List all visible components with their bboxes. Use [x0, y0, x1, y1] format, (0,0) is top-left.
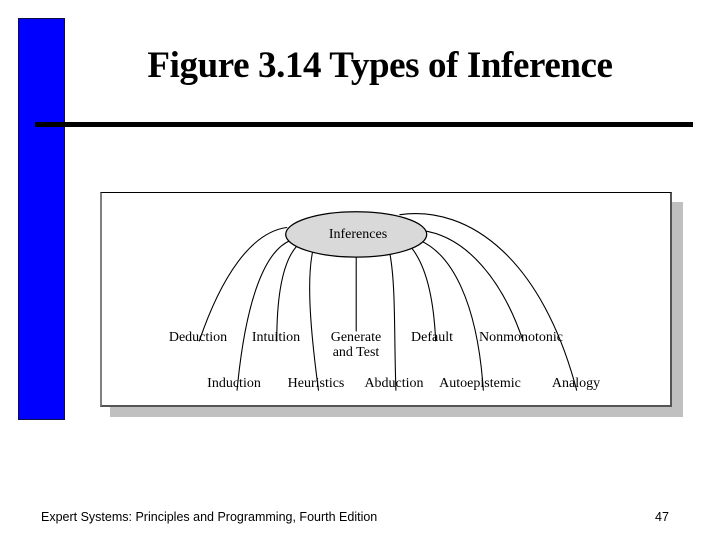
diagram-edges [198, 213, 578, 391]
edge-heuristics [309, 251, 320, 391]
edge-deduction [198, 226, 288, 342]
label-deduction: Deduction [168, 330, 228, 345]
label-intuition: Intuition [251, 330, 301, 345]
edge-analogy [399, 213, 578, 391]
edge-default [411, 247, 437, 342]
page-number: 47 [655, 510, 669, 524]
edge-abduction [389, 253, 397, 391]
label-abduction: Abduction [364, 376, 424, 391]
edge-autoepistemic [419, 239, 484, 391]
edge-outer-left [205, 223, 296, 339]
label-induction: Induction [207, 376, 261, 391]
label-autoepistemic: Autoepistemic [439, 376, 521, 391]
label-and-test: and Test [332, 345, 380, 360]
edge-nonmonotonic [421, 229, 524, 342]
figure-frame: Inferences [100, 192, 672, 407]
page-title: Figure 3.14 Types of Inference [147, 45, 613, 86]
accent-bar [18, 18, 65, 420]
label-nonmonotonic: Nonmonotonic [479, 330, 563, 345]
label-analogy: Analogy [551, 376, 601, 391]
label-generate: Generate [330, 330, 382, 345]
footer-source: Expert Systems: Principles and Programmi… [41, 510, 378, 524]
title-divider [35, 122, 693, 127]
inferences-node [285, 211, 428, 258]
label-default: Default [411, 330, 453, 345]
inference-diagram [198, 211, 578, 391]
edge-intuition [276, 245, 298, 342]
inferences-node-label: Inferences [328, 227, 388, 242]
label-heuristics: Heuristics [287, 376, 345, 391]
edge-induction [236, 239, 292, 391]
